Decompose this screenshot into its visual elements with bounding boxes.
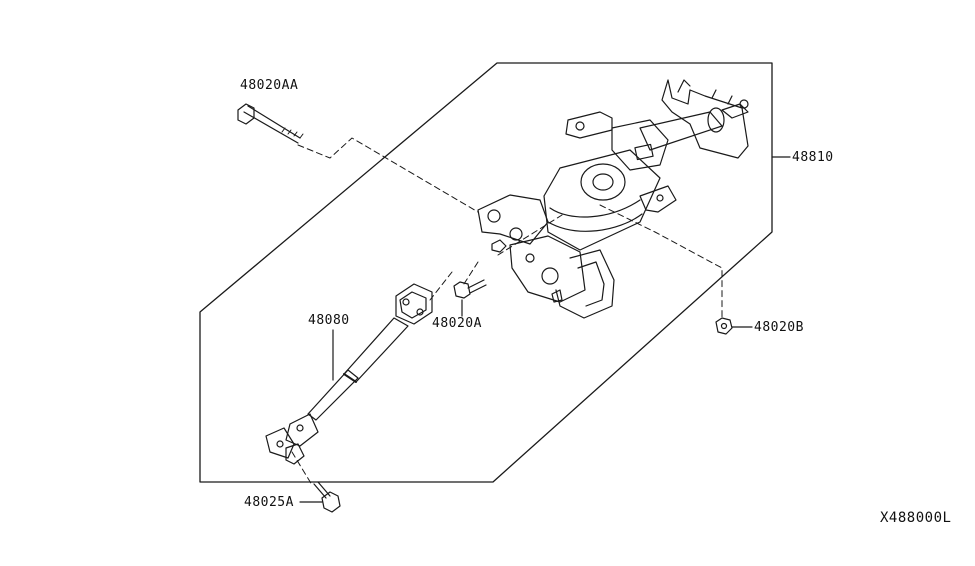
intermediate-shaft-48080	[265, 283, 433, 465]
steering-column-48810	[477, 79, 749, 319]
diagram-reference-code: X488000L	[880, 510, 952, 526]
part-label-48080: 48080	[308, 313, 350, 328]
part-label-48020aa: 48020AA	[240, 78, 299, 93]
assembly-frame	[199, 62, 773, 483]
part-label-48020a: 48020A	[432, 316, 482, 331]
part-label-48020b: 48020B	[754, 320, 804, 335]
bolt-48020a	[453, 279, 487, 299]
nut-48020b	[715, 317, 733, 335]
alignment-dashes	[291, 137, 723, 486]
bolt-48020aa	[237, 103, 304, 144]
bolt-48025a	[313, 481, 341, 513]
part-label-48025a: 48025A	[244, 495, 294, 510]
part-label-48810: 48810	[792, 150, 834, 165]
